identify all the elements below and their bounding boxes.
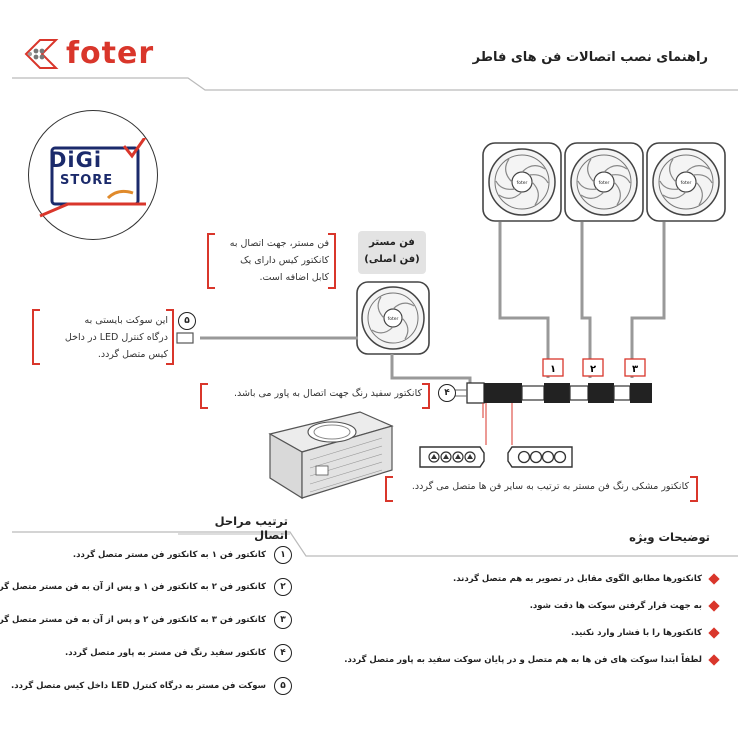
step-1-number: ۱ <box>274 546 292 564</box>
step-4-text: کانکتور سفید رنگ فن مستر به پاور متصل گر… <box>65 648 266 658</box>
step-1: ۱ کانکتور فن ۱ به کانکتور فن مستر متصل گ… <box>73 546 292 564</box>
fan-cables <box>200 222 666 385</box>
page-title: راهنمای نصب اتصالات فن های فاطر <box>472 50 708 65</box>
fan-2-logo: foter <box>599 180 610 186</box>
fan-3: foter <box>646 142 726 222</box>
svg-text:۳: ۳ <box>632 364 638 375</box>
socket-note-bracket-left <box>32 309 40 365</box>
step-4: ۴ کانکتور سفید رنگ فن مستر به پاور متصل … <box>65 644 292 662</box>
features-title: توضیحات ویژه <box>629 530 710 544</box>
master-note-bracket-right <box>328 233 336 289</box>
connector-detail-male <box>419 446 485 468</box>
laptop-icon <box>39 138 147 218</box>
brand-logo: foter <box>22 36 154 71</box>
master-fan: foter <box>356 281 430 355</box>
feature-2-text: به جهت قرار گرفتن سوکت ها دقت شود. <box>529 601 702 611</box>
digistore-line1: DiGi <box>49 148 103 172</box>
connector-label-3: ۳ <box>624 358 646 377</box>
white-note-bracket-left <box>200 383 208 409</box>
feature-3: کانکتورها را با فشار وارد نکنید. <box>571 627 720 639</box>
step-2-number: ۲ <box>274 578 292 596</box>
master-note-bracket-left <box>207 233 215 289</box>
step-5-text: سوکت فن مستر به درگاه کنترل LED داخل کیس… <box>11 681 266 691</box>
feature-4-bullet-icon <box>708 654 720 666</box>
socket-note: این سوکت بایستی به درگاه کنترل LED در دا… <box>64 315 168 360</box>
svg-text:۱: ۱ <box>550 364 556 375</box>
step-3: ۳ کانکتور فن ۳ به کانکتور فن ۲ و پس از آ… <box>0 611 292 629</box>
step-1-text: کانکتور فن ۱ به کانکتور فن مستر متصل گرد… <box>72 550 266 560</box>
connector-label-1: ۱ <box>542 358 564 377</box>
logo-mark-icon <box>24 38 59 69</box>
red-guides <box>482 403 513 445</box>
feature-1-bullet-icon <box>708 573 720 585</box>
feature-3-text: کانکتورها را با فشار وارد نکنید. <box>571 628 702 638</box>
step-5-number: ۵ <box>274 677 292 695</box>
svg-text:۲: ۲ <box>590 364 596 375</box>
steps-title: ترتیب مراحل اتصال <box>214 514 288 542</box>
black-note-bracket-right <box>690 476 698 502</box>
led-socket <box>176 332 194 344</box>
feature-2-bullet-icon <box>708 600 720 612</box>
master-fan-label: فن مستر (فن اصلی) <box>358 231 426 274</box>
white-note-bracket-right <box>422 383 430 409</box>
fan-2: foter <box>564 142 644 222</box>
feature-4: لطفاً ابتدا سوکت های فن ها به هم متصل و … <box>344 654 720 666</box>
fan-3-logo: foter <box>681 180 692 186</box>
black-note-bracket-left <box>385 476 393 502</box>
white-connector-note: کانکتور سفید رنگ جهت اتصال به پاور می با… <box>233 388 422 399</box>
master-fan-logo: foter <box>388 316 399 322</box>
socket-number-badge: ۵ <box>178 312 196 330</box>
step-4-number: ۴ <box>274 644 292 662</box>
socket-note-bracket-right <box>166 309 174 365</box>
feature-1: کانکتورها مطابق الگوی مقابل در تصویر به … <box>453 573 720 585</box>
feature-3-bullet-icon <box>708 627 720 639</box>
digistore-line2: STORE <box>60 173 114 188</box>
connector-label-2: ۲ <box>582 358 604 377</box>
section-rules <box>12 531 738 557</box>
connector-detail-female <box>507 446 573 468</box>
step-2-text: کانکتور فن ۲ به کانکتور فن ۱ و پس از آن … <box>0 582 266 592</box>
feature-4-text: لطفاً ابتدا سوکت های فن ها به هم متصل و … <box>344 655 702 665</box>
connector-chain <box>452 382 652 404</box>
feature-1-text: کانکتورها مطابق الگوی مقابل در تصویر به … <box>453 574 702 584</box>
power-supply <box>268 411 394 500</box>
fan-1: foter <box>482 142 562 222</box>
master-fan-note: فن مستر، جهت اتصال به کانکتور کیس دارای … <box>229 238 329 283</box>
digistore-badge <box>28 110 158 240</box>
header-rule <box>12 77 738 91</box>
white-connector-number-badge: ۴ <box>438 384 456 402</box>
brand-name: foter <box>66 36 155 71</box>
step-3-number: ۳ <box>274 611 292 629</box>
black-connector-note: کانکتور مشکی رنگ فن مستر به ترتیب به سای… <box>411 481 689 492</box>
step-5: ۵ سوکت فن مستر به درگاه کنترل LED داخل ک… <box>11 677 292 695</box>
feature-2: به جهت قرار گرفتن سوکت ها دقت شود. <box>529 600 720 612</box>
fan-1-logo: foter <box>517 180 528 186</box>
step-3-text: کانکتور فن ۳ به کانکتور فن ۲ و پس از آن … <box>0 615 266 625</box>
step-2: ۲ کانکتور فن ۲ به کانکتور فن ۱ و پس از آ… <box>0 578 292 596</box>
